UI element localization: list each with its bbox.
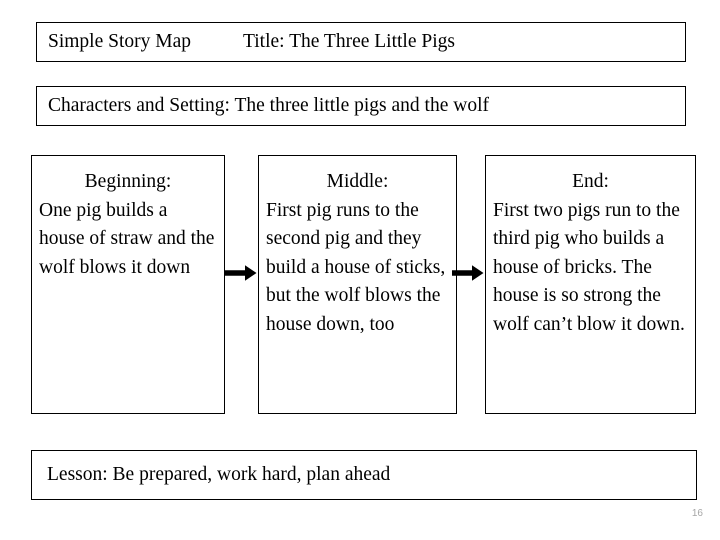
- stage-box-end: End: First two pigs run to the third pig…: [485, 155, 696, 414]
- lesson-text: Lesson: Be prepared, work hard, plan ahe…: [47, 464, 391, 485]
- stage-box-beginning: Beginning: One pig builds a house of str…: [31, 155, 225, 414]
- stage-heading-end: End:: [572, 171, 609, 192]
- stage-box-middle: Middle: First pig runs to the second pig…: [258, 155, 457, 414]
- organizer-label: Simple Story Map: [48, 31, 192, 52]
- right-arrow-icon: [225, 264, 257, 282]
- characters-and-setting-text: Characters and Setting: The three little…: [48, 95, 489, 116]
- story-map-header-box: Simple Story Map Title: The Three Little …: [36, 22, 686, 62]
- characters-and-setting-box: Characters and Setting: The three little…: [36, 86, 686, 126]
- stage-body-end: First two pigs run to the third pig who …: [493, 199, 685, 335]
- page-number: 16: [691, 508, 703, 519]
- header-row: Simple Story Map Title: The Three Little …: [48, 30, 455, 54]
- right-arrow-icon: [452, 264, 484, 282]
- stage-body-middle: First pig runs to the second pig and the…: [266, 199, 446, 335]
- lesson-box: Lesson: Be prepared, work hard, plan ahe…: [31, 450, 697, 500]
- stage-body-beginning: One pig builds a house of straw and the …: [39, 199, 215, 278]
- stage-heading-beginning: Beginning:: [84, 171, 172, 192]
- stage-heading-middle: Middle:: [326, 171, 389, 192]
- story-title: Title: The Three Little Pigs: [243, 31, 455, 52]
